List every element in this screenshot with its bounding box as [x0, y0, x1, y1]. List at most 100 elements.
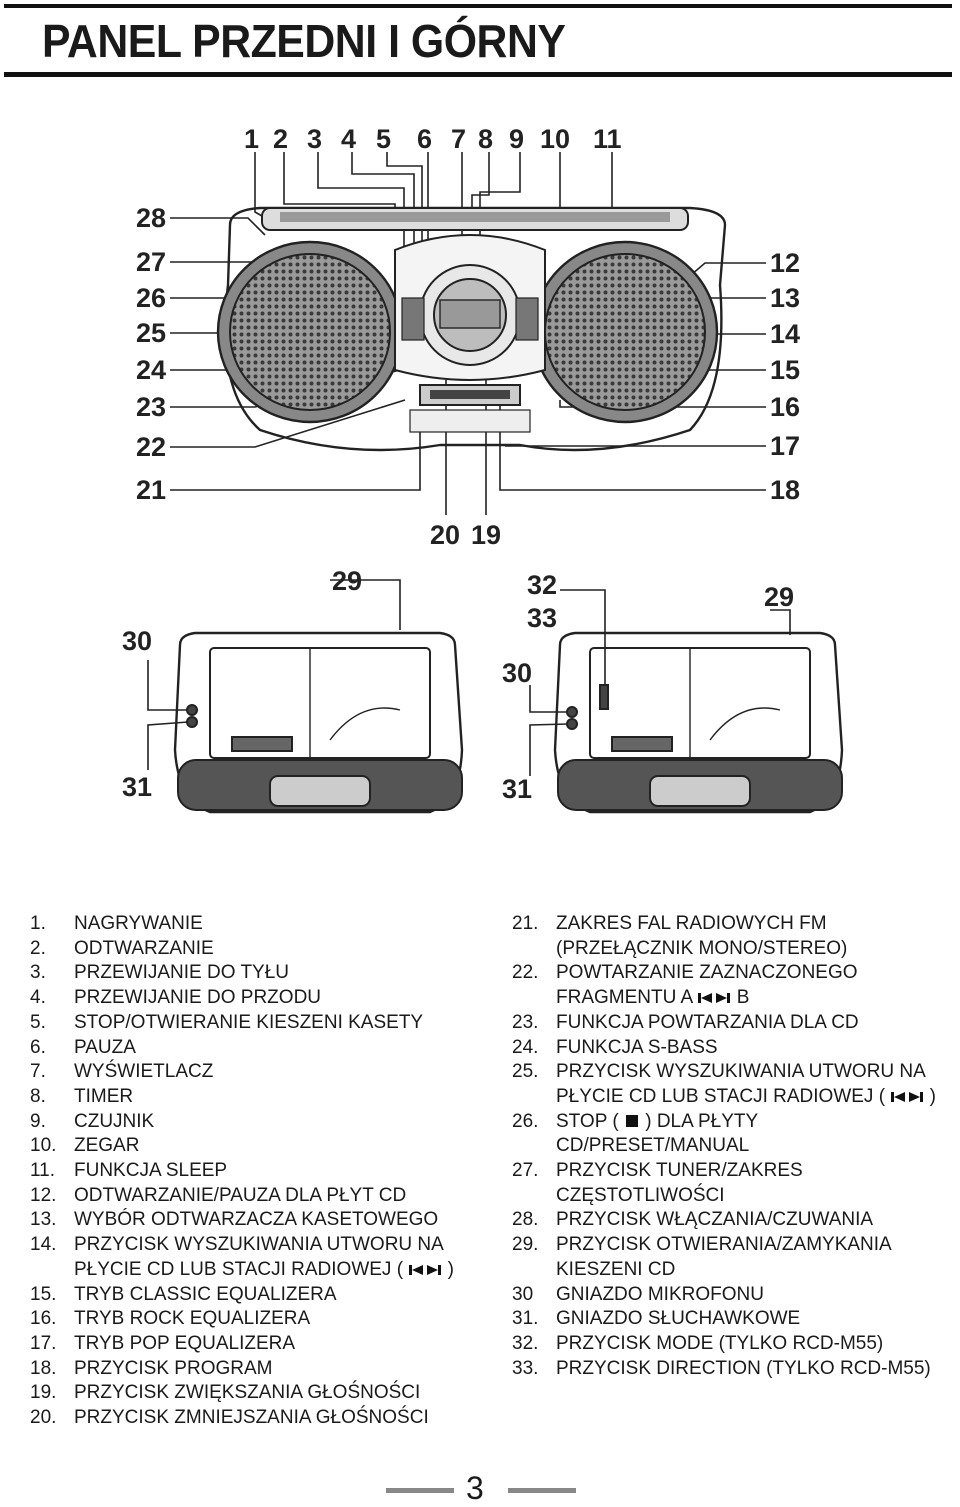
- title-underline: [4, 72, 952, 77]
- legend-item-number: 24.: [512, 1036, 539, 1058]
- legend-item-text: ODTWARZANIE: [74, 937, 480, 962]
- legend-item: 7.WYŚWIETLACZ: [30, 1060, 480, 1085]
- legend-item-number: 25.: [512, 1061, 539, 1083]
- legend-item-text: GNIAZDO MIKROFONU: [556, 1283, 952, 1308]
- legend-item: 32.PRZYCISK MODE (TYLKO RCD-M55): [512, 1332, 952, 1357]
- legend-item-text: PRZEWIJANIE DO PRZODU: [74, 986, 480, 1011]
- legend-item: 24. FUNKCJA S-BASS: [512, 1036, 952, 1061]
- legend-item: 16.TRYB ROCK EQUALIZERA: [30, 1307, 480, 1332]
- legend-item-text: TRYB ROCK EQUALIZERA: [74, 1307, 480, 1332]
- legend-item-continuation: FRAGMENTU A B: [512, 986, 952, 1011]
- legend-item-number: 3.: [30, 962, 46, 984]
- legend-item-line2: CZĘSTOTLIWOŚCI: [556, 1184, 725, 1206]
- callout-18: 18: [770, 475, 800, 505]
- legend-item-line1: TRYB CLASSIC EQUALIZERA: [74, 1283, 337, 1305]
- legend-item-line2-end: B: [736, 987, 750, 1009]
- legend-item-continuation: CZĘSTOTLIWOŚCI: [512, 1184, 952, 1209]
- legend-item-line2: PŁYCIE CD LUB STACJI RADIOWEJ (: [74, 1258, 404, 1280]
- legend-item-line1: GNIAZDO MIKROFONU: [556, 1283, 764, 1305]
- legend-item: 27.PRZYCISK TUNER/ZAKRES: [512, 1159, 952, 1184]
- legend-item: 15.TRYB CLASSIC EQUALIZERA: [30, 1283, 480, 1308]
- legend-item-number: 6.: [30, 1036, 46, 1058]
- legend-item-line2: CD/PRESET/MANUAL: [556, 1135, 750, 1157]
- legend-item-number: 26.: [512, 1110, 539, 1132]
- skip-icon: [698, 993, 731, 1004]
- legend-item: 10.ZEGAR: [30, 1134, 480, 1159]
- legend-item: 33. PRZYCISK DIRECTION (TYLKO RCD-M55): [512, 1357, 952, 1382]
- legend-item-line1: ZAKRES FAL RADIOWYCH FM: [556, 913, 827, 934]
- callout-21: 21: [136, 475, 166, 505]
- legend-item-text: PRZYCISK DIRECTION (TYLKO RCD-M55): [556, 1357, 952, 1382]
- top-view-left: [147, 579, 464, 814]
- legend-item-continuation: (PRZEŁĄCZNIK MONO/STEREO): [512, 937, 952, 962]
- legend-item-line1: PRZYCISK WYSZUKIWANIA UTWORU NA: [74, 1234, 444, 1256]
- top-rule: [4, 4, 952, 8]
- legend-item-line1: TRYB ROCK EQUALIZERA: [74, 1308, 311, 1330]
- legend-item-line1: FUNKCJA SLEEP: [74, 1160, 228, 1182]
- legend-item: 20. PRZYCISK ZMNIEJSZANIA GŁOŚNOŚCI: [30, 1406, 480, 1431]
- legend-item-text: PRZYCISK MODE (TYLKO RCD-M55): [556, 1332, 952, 1357]
- legend-item-line2: PŁYCIE CD LUB STACJI RADIOWEJ (: [556, 1085, 886, 1107]
- page-number: 3: [466, 1470, 484, 1506]
- legend-item-line1: PRZYCISK WYSZUKIWANIA UTWORU NA: [556, 1061, 926, 1083]
- legend-item-line1: NAGRYWANIE: [74, 913, 203, 934]
- callout-14: 14: [770, 319, 800, 349]
- callout-4: 4: [341, 124, 356, 154]
- callout-12: 12: [770, 248, 800, 278]
- legend-item-line1: PRZYCISK WŁĄCZANIA/CZUWANIA: [556, 1209, 874, 1231]
- legend-item-text: NAGRYWANIE: [74, 912, 480, 937]
- legend-item-text: GNIAZDO SŁUCHAWKOWE: [556, 1307, 952, 1332]
- legend-item: 8.TIMER: [30, 1085, 480, 1110]
- front-left-labels: 28 27 26 25 24 23 22 21: [136, 203, 166, 505]
- legend-item-line1: PRZYCISK ZMNIEJSZANIA GŁOŚNOŚCI: [74, 1407, 429, 1429]
- legend-item-line1: PRZYCISK DIRECTION (TYLKO RCD-M55): [556, 1357, 931, 1379]
- callout-22: 22: [136, 432, 166, 462]
- legend-item: 31.GNIAZDO SŁUCHAWKOWE: [512, 1307, 952, 1332]
- callout-25: 25: [136, 318, 166, 348]
- legend-item-text: PRZYCISK TUNER/ZAKRES: [556, 1159, 952, 1184]
- legend-item-text: FUNKCJA S-BASS: [556, 1036, 952, 1061]
- legend-item-text: ODTWARZANIE/PAUZA DLA PŁYT CD: [74, 1184, 480, 1209]
- callout-30-right: 30: [502, 658, 532, 688]
- callout-7: 7: [451, 124, 466, 154]
- legend-item-line1: TRYB POP EQUALIZERA: [74, 1332, 296, 1354]
- legend-item-line1: ZEGAR: [74, 1135, 140, 1157]
- footer-bar-left: [386, 1488, 454, 1493]
- callout-15: 15: [770, 355, 800, 385]
- legend-item-continuation: KIESZENI CD: [512, 1258, 952, 1283]
- skip-icon: [891, 1091, 924, 1102]
- callout-33: 33: [527, 603, 557, 633]
- callout-17: 17: [770, 431, 800, 461]
- legend-item: 29.PRZYCISK OTWIERANIA/ZAMYKANIA: [512, 1233, 952, 1258]
- legend-item-number: 11.: [30, 1160, 56, 1182]
- page-title: PANEL PRZEDNI I GÓRNY: [42, 15, 566, 67]
- legend-item-number: 20.: [30, 1407, 57, 1429]
- legend-item-line1: STOP/OTWIERANIE KIESZENI KASETY: [74, 1011, 424, 1033]
- legend-item-line1: STOP (: [556, 1110, 619, 1132]
- legend-item: 9.CZUJNIK: [30, 1110, 480, 1135]
- legend-item-number: 21.: [512, 913, 539, 934]
- legend-item-text: ZAKRES FAL RADIOWYCH FM: [556, 912, 952, 937]
- front-top-labels: 1 2 3 4 5 6 7 8 9 10 11: [244, 124, 622, 154]
- legend-item-number: 33.: [512, 1357, 539, 1379]
- legend-item-text: STOP/OTWIERANIE KIESZENI KASETY: [74, 1011, 480, 1036]
- legend-item-line1: CZUJNIK: [74, 1110, 155, 1132]
- legend-item-text: ZEGAR: [74, 1134, 480, 1159]
- legend-item-line1: TIMER: [74, 1085, 134, 1107]
- legend-item-line1: ODTWARZANIE: [74, 937, 214, 959]
- legend-item-number: 18.: [30, 1357, 57, 1379]
- callout-1: 1: [244, 124, 259, 154]
- legend-item-text: WYBÓR ODTWARZACZA KASETOWEGO: [74, 1208, 480, 1233]
- legend-item-text: POWTARZANIE ZAZNACZONEGO: [556, 961, 952, 986]
- legend-item-line1: WYŚWIETLACZ: [74, 1061, 214, 1083]
- legend-item-number: 14.: [30, 1234, 57, 1256]
- legend-item: 6.PAUZA: [30, 1036, 480, 1061]
- legend-right: 21. ZAKRES FAL RADIOWYCH FM (PRZEŁĄCZNIK M…: [512, 912, 952, 1381]
- legend-item: 22. POWTARZANIE ZAZNACZONEGO: [512, 961, 952, 986]
- legend-item-number: 22.: [512, 962, 539, 984]
- callout-31-right: 31: [502, 774, 532, 804]
- top-view-left-labels: 29 30 31: [122, 566, 362, 802]
- legend-item-text: STOP ( ) DLA PŁYTY: [556, 1110, 952, 1135]
- legend-item: 23.FUNKCJA POWTARZANIA DLA CD: [512, 1011, 952, 1036]
